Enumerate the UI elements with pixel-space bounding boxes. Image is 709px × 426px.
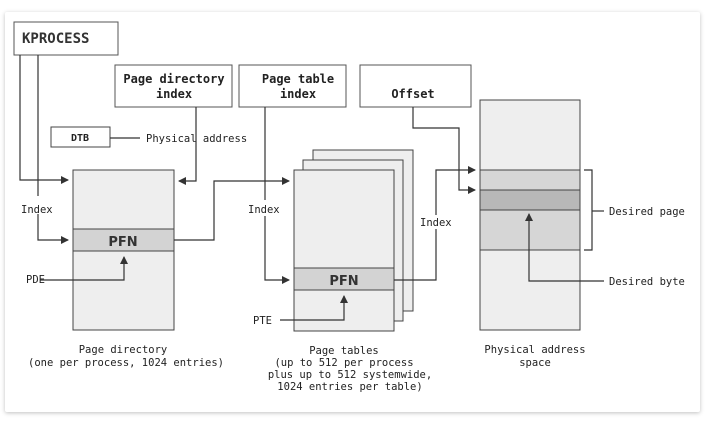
kprocess-arrow [19, 55, 69, 184]
page-directory-index-box: Page directory index [114, 64, 233, 108]
pte-arrow [280, 295, 348, 321]
kprocess-box: KPROCESS [13, 21, 119, 56]
index-mid-label: Index [248, 204, 280, 216]
page-tables-caption-4: 1024 entries per table) [277, 381, 422, 393]
pde-arrow [40, 256, 128, 281]
offset-label: Offset [391, 87, 434, 101]
desired-byte-label: Desired byte [609, 276, 685, 288]
offset-arrow [412, 107, 476, 194]
dtb-label: DTB [71, 133, 89, 144]
page-directory-caption-1: Page directory [79, 344, 168, 356]
page-directory-caption-2: (one per process, 1024 entries) [28, 357, 224, 369]
desired-byte-arrow [525, 213, 604, 282]
pfn-table-label: PFN [329, 274, 358, 289]
desired-page-label: Desired page [609, 206, 685, 218]
kprocess-label: KPROCESS [22, 31, 89, 47]
page-tables-caption-2: (up to 512 per process [274, 357, 413, 369]
page-tables-caption-3: plus up to 512 systemwide, [268, 369, 432, 381]
page-table-index-box: Page table index [238, 64, 347, 108]
offset-box: Offset [359, 64, 472, 108]
page-table-index-label-1: Page table [262, 72, 334, 86]
page-table-index-label-2: index [280, 87, 316, 101]
pfn-to-page-table-arrow [174, 177, 290, 241]
pd-index-arrow [37, 210, 69, 244]
index-left-label: Index [21, 204, 53, 216]
page-tables-caption-1: Page tables [309, 345, 379, 357]
index-right-label: Index [420, 217, 452, 229]
physical-address-space [479, 99, 581, 331]
page-directory-table: PFN [72, 169, 175, 331]
pte-label: PTE [253, 315, 272, 327]
dtb-box: DTB [50, 126, 111, 148]
page-directory-index-label-2: index [156, 87, 192, 101]
physical-space-caption-1: Physical address [484, 344, 585, 356]
pd-index-down-arrow [178, 107, 197, 185]
pde-label: PDE [26, 274, 45, 286]
page-tables-stack: PFN [293, 149, 414, 332]
physical-space-caption-2: space [519, 357, 551, 369]
pt-index-arrow [264, 216, 290, 284]
desired-page-bracket [584, 169, 593, 251]
page-directory-index-label-1: Page directory [123, 72, 224, 86]
pfn-directory-label: PFN [108, 235, 137, 250]
